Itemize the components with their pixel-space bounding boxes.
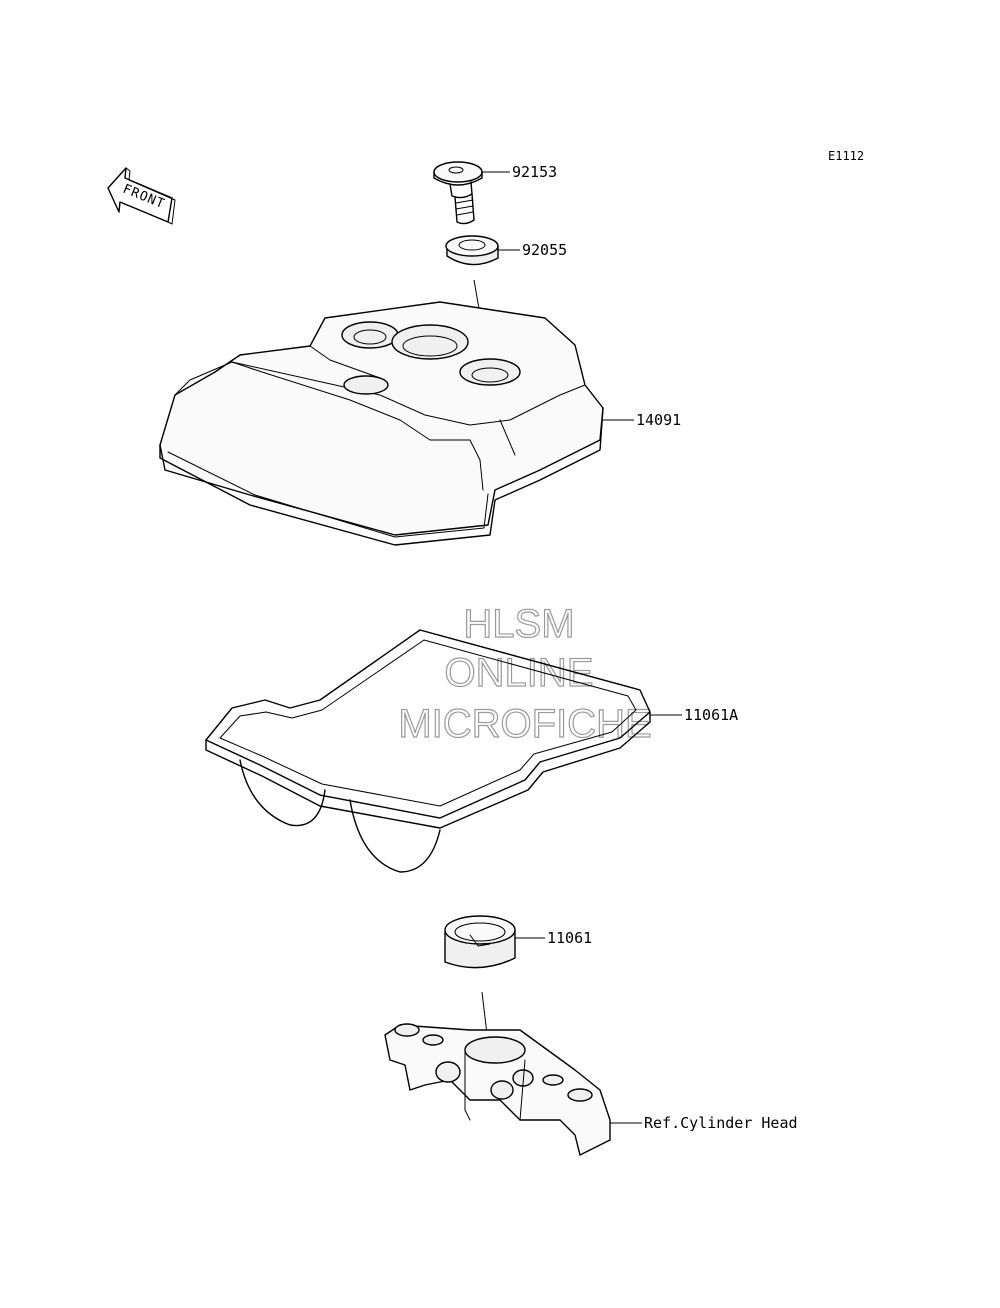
watermark-line-2: ONLINE xyxy=(445,651,594,695)
head-cover-gasket-part xyxy=(205,629,651,873)
plug-hole-gasket-part xyxy=(444,915,516,969)
grommet-part xyxy=(445,235,499,266)
diagram-code: E1112 xyxy=(828,149,864,163)
watermark: HLSM ONLINE MICROFICHE xyxy=(398,601,653,746)
reference-label: Ref.Cylinder Head xyxy=(644,1114,798,1132)
part-label-92153: 92153 xyxy=(512,163,557,181)
part-label-11061: 11061 xyxy=(547,929,592,947)
cylinder-head-cover-part xyxy=(159,301,604,546)
watermark-line-1: HLSM xyxy=(463,602,574,646)
part-label-14091: 14091 xyxy=(636,411,681,429)
front-arrow-icon: FRONT xyxy=(107,167,176,225)
part-label-92055: 92055 xyxy=(522,241,567,259)
part-label-11061A: 11061A xyxy=(684,706,738,724)
bolt-part xyxy=(433,161,483,225)
cylinder-head-reference-part xyxy=(384,1023,611,1156)
watermark-line-3: MICROFICHE xyxy=(398,702,651,746)
